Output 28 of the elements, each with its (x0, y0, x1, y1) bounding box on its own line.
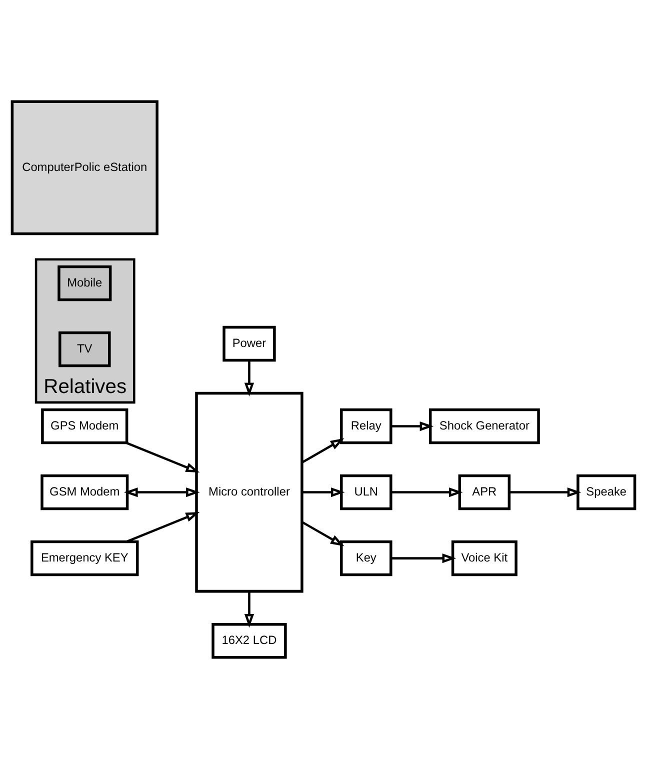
node-box: 16X2 LCD (212, 622, 287, 658)
arrow (126, 512, 200, 542)
node-box: GPS Modem (41, 408, 128, 444)
arrow (390, 486, 463, 497)
arrow (126, 441, 200, 472)
node-box: Relay (340, 408, 392, 444)
node-box: Mobile (58, 264, 112, 301)
node-box: Speake (576, 474, 636, 510)
node-box: Shock Generator (428, 408, 540, 444)
arrow (301, 438, 344, 464)
arrow (301, 520, 344, 546)
node-box: Power (222, 325, 276, 362)
arrow (302, 486, 345, 497)
node-box: GSM Modem (40, 474, 129, 510)
node-box: Micro controller (195, 391, 304, 592)
node-box: Key (340, 540, 392, 576)
node-box: ULN (340, 474, 392, 510)
arrow (390, 420, 434, 431)
node-box: Emergency KEY (30, 540, 139, 576)
node-box: Voice Kit (451, 540, 518, 576)
node-box: TV (58, 330, 111, 367)
arrow (124, 486, 200, 497)
arrow (390, 552, 456, 563)
arrow (244, 360, 254, 396)
arrow (509, 486, 582, 497)
node-box: APR (458, 474, 511, 510)
arrow (244, 591, 254, 628)
node-box: ComputerPolic eStation (10, 100, 158, 235)
